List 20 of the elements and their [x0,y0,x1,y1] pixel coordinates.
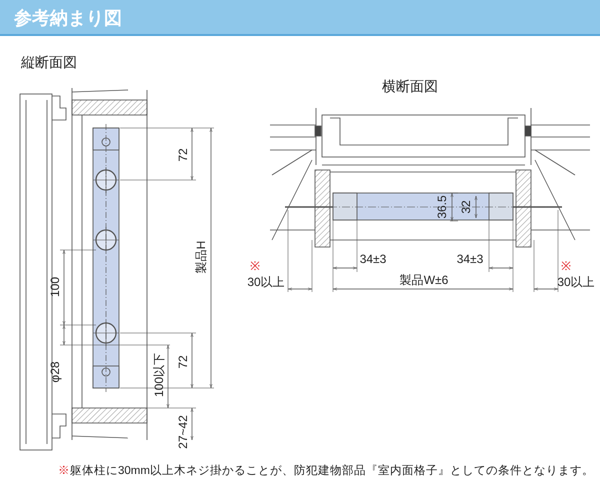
dimension-label: 72 [177,148,189,162]
dimension-label: 34±3 [360,253,386,265]
dimension-label: 36.5 [436,195,448,219]
title-bar: 参考納まり図 [0,0,600,36]
footnote: ※躯体柱に30mm以上木ネジ掛かることが、防犯建物部品『室内面格子』としての条件となります。 [58,463,594,479]
note-mark: ※ [250,260,260,272]
dimension-label: 34±3 [456,253,484,265]
dimension-label: 30以上 [557,276,595,288]
view-title: 横断面図 [382,79,438,93]
dimension-label: 72 [177,355,189,369]
dimension-label: 100 [49,276,61,298]
dimension-label: 100以下 [153,352,165,398]
dimension-label: 32 [460,200,472,214]
view-title: 縦断面図 [21,55,77,69]
dimension-label: 30以上 [247,276,285,288]
dimension-label: φ28 [49,361,61,383]
dimension-label: 27~42 [177,415,189,449]
dimension-label: 製品W±6 [400,274,448,286]
note-mark: ※ [561,260,571,272]
dimension-label: 製品H [195,240,207,274]
